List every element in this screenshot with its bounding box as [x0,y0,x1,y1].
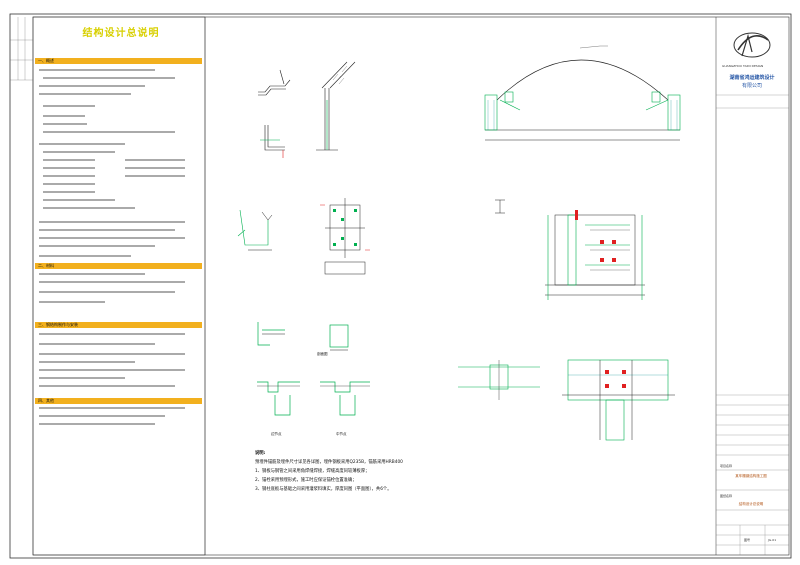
caption-section: 剖面图 [317,352,328,356]
company-name-cn-2: 有限公司 [741,83,762,89]
section-heading-fabrication: 三、钢结构制作与安装 [35,322,202,328]
project-label: 项目名称 [720,464,733,468]
caption-middle-node: 中节点 [336,432,347,436]
notes-title: 结构设计总说明 [82,28,160,39]
caption-edge-node: 边节点 [271,432,282,436]
section-heading-materials: 二、材料 [35,263,202,269]
notes-text-block [39,69,185,425]
company-name-cn: 湖南省鸿运建筑设计 [729,75,775,81]
project-name: 某车棚钢结构施工图 [735,474,767,478]
remark-title: 说明: [255,451,266,456]
sheet-number: JG-01 [768,538,777,542]
remark-line-2: 1、钢板与钢管之间采用角焊缝焊接，焊缝高度同较薄板厚； [255,469,370,474]
remark-line-4: 3、钢柱底板与基础之间采用灌浆料填实，厚度同图（平面图），共6个。 [255,487,392,492]
sheet-label: 图号 [744,538,751,542]
section-heading-overview: 一、概述 [35,58,202,64]
drawing-name: 结构设计总说明 [738,502,764,506]
remark-line-1: 预埋件锚筋及埋件尺寸详见各详图，埋件钢板采用Q235B，锚筋采用HRB400 [255,460,403,465]
drawing-label: 图纸名称 [720,494,733,498]
company-logo [733,32,771,58]
remark-line-3: 2、锚栓采用预埋形式，施工时应保证锚栓位置准确； [255,478,357,483]
section-heading-other: 四、其他 [35,398,202,404]
company-name-en: GUANGZHOU TAIDI DESIGN [722,64,764,68]
